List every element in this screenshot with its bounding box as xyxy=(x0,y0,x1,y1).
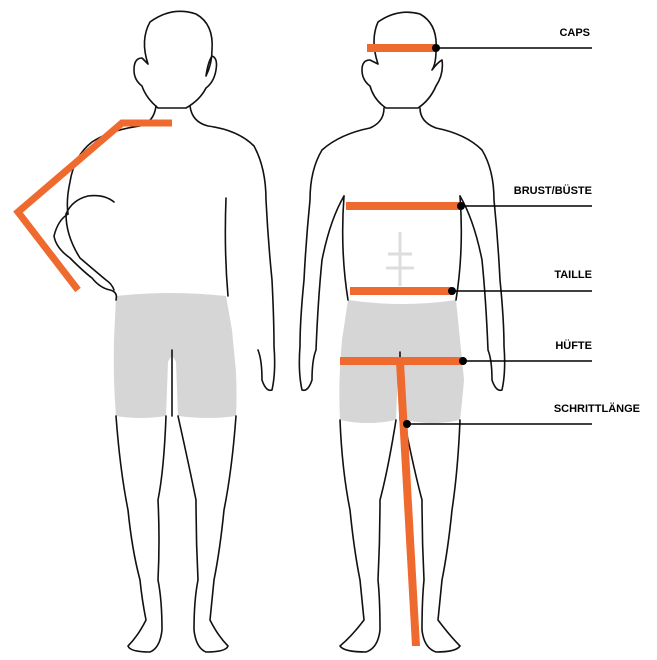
waist-marker-dot xyxy=(448,287,456,295)
chest-callout: BRUST/BÜSTE xyxy=(457,184,592,210)
back-leg-left xyxy=(116,416,166,652)
hip-label: HÜFTE xyxy=(555,339,592,352)
back-leg-right xyxy=(178,416,236,652)
back-head xyxy=(134,11,217,108)
chest-marker-dot xyxy=(457,202,465,210)
caps-callout: CAPS xyxy=(432,27,592,52)
arm-length-measure-line xyxy=(18,123,172,290)
hip-callout: HÜFTE xyxy=(459,339,592,365)
front-head xyxy=(362,12,442,108)
front-leg-left xyxy=(340,420,396,652)
waist-callout: TAILLE xyxy=(448,269,592,295)
chest-label: BRUST/BÜSTE xyxy=(514,184,592,197)
back-inner-arm-right xyxy=(225,198,228,296)
abdomen-shading xyxy=(386,232,414,286)
back-view-figure xyxy=(18,11,275,652)
front-waist-sides xyxy=(343,196,462,300)
back-shorts xyxy=(114,293,237,418)
hip-marker-dot xyxy=(459,357,467,365)
caps-marker-dot xyxy=(432,44,440,52)
waist-measure-bar xyxy=(350,287,452,295)
chest-measure-bar xyxy=(346,202,462,210)
waist-label: TAILLE xyxy=(554,269,592,281)
back-bent-arm xyxy=(54,214,116,300)
front-view-figure xyxy=(299,12,504,652)
inseam-marker-dot xyxy=(403,420,411,428)
inseam-label: SCHRITTLÄNGE xyxy=(554,402,640,415)
caps-label: CAPS xyxy=(559,27,590,39)
caps-measure-bar xyxy=(367,44,435,52)
